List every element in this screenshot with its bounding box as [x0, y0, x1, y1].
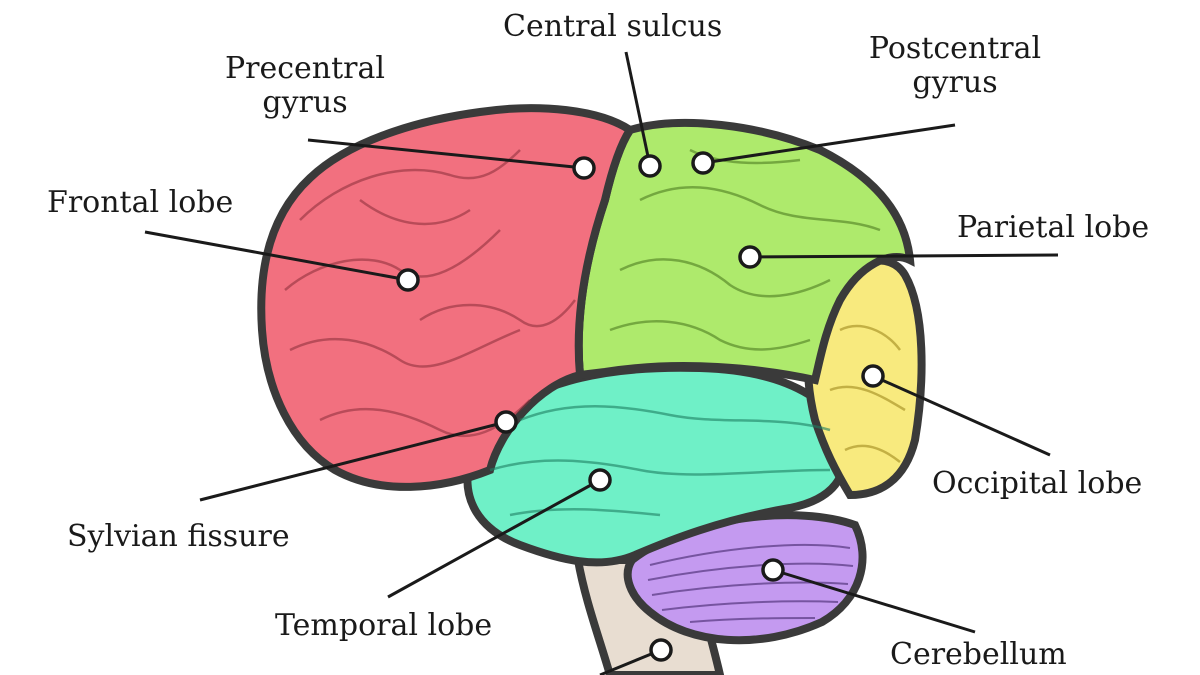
marker-temporal-lobe: [588, 468, 612, 492]
leader-central-sulcus: [624, 51, 652, 167]
marker-cerebellum: [761, 558, 785, 582]
leader-precentral-gyrus: [307, 138, 585, 170]
marker-sylvian-fissure: [494, 410, 518, 434]
leader-sylvian-fissure: [199, 420, 507, 502]
leader-frontal-lobe: [144, 230, 409, 282]
label-central-sulcus: Central sulcus: [503, 9, 723, 44]
label-precentral-gyrus: Precentral gyrus: [215, 52, 395, 119]
marker-brainstem: [649, 638, 673, 662]
leader-parietal-lobe: [749, 253, 1059, 259]
label-postcentral-gyrus-line2: gyrus: [912, 64, 998, 100]
leader-cerebellum: [772, 568, 976, 634]
occipital-gyri-texture: [829, 324, 906, 463]
cerebellum-striations: [647, 543, 854, 623]
label-precentral-gyrus-line2: gyrus: [262, 84, 348, 120]
label-postcentral-gyrus: Postcentral gyrus: [860, 32, 1050, 99]
label-cerebellum: Cerebellum: [890, 637, 1067, 672]
leader-postcentral-gyrus: [702, 123, 956, 165]
parietal-gyri-texture: [609, 148, 881, 351]
label-precentral-gyrus-line1: Precentral: [224, 51, 386, 86]
temporal-gyri-texture: [489, 405, 831, 517]
label-sylvian-fissure: Sylvian fissure: [67, 519, 290, 554]
leader-temporal-lobe: [387, 478, 601, 599]
marker-dots: [396, 151, 885, 662]
marker-central-sulcus: [638, 154, 662, 178]
leader-occipital-lobe: [872, 374, 1051, 457]
label-frontal-lobe: Frontal lobe: [47, 185, 234, 220]
marker-occipital-lobe: [861, 364, 885, 388]
leader-lines: [144, 51, 1059, 675]
marker-precentral-gyrus: [572, 156, 596, 180]
label-occipital-lobe: Occipital lobe: [932, 466, 1143, 501]
frontal-lobe-region: [257, 104, 636, 491]
label-temporal-lobe: Temporal lobe: [275, 608, 493, 643]
marker-frontal-lobe: [396, 268, 420, 292]
marker-postcentral-gyrus: [691, 151, 715, 175]
marker-parietal-lobe: [738, 245, 762, 269]
label-parietal-lobe: Parietal lobe: [957, 210, 1150, 245]
label-postcentral-gyrus-line1: Postcentral: [868, 31, 1042, 66]
